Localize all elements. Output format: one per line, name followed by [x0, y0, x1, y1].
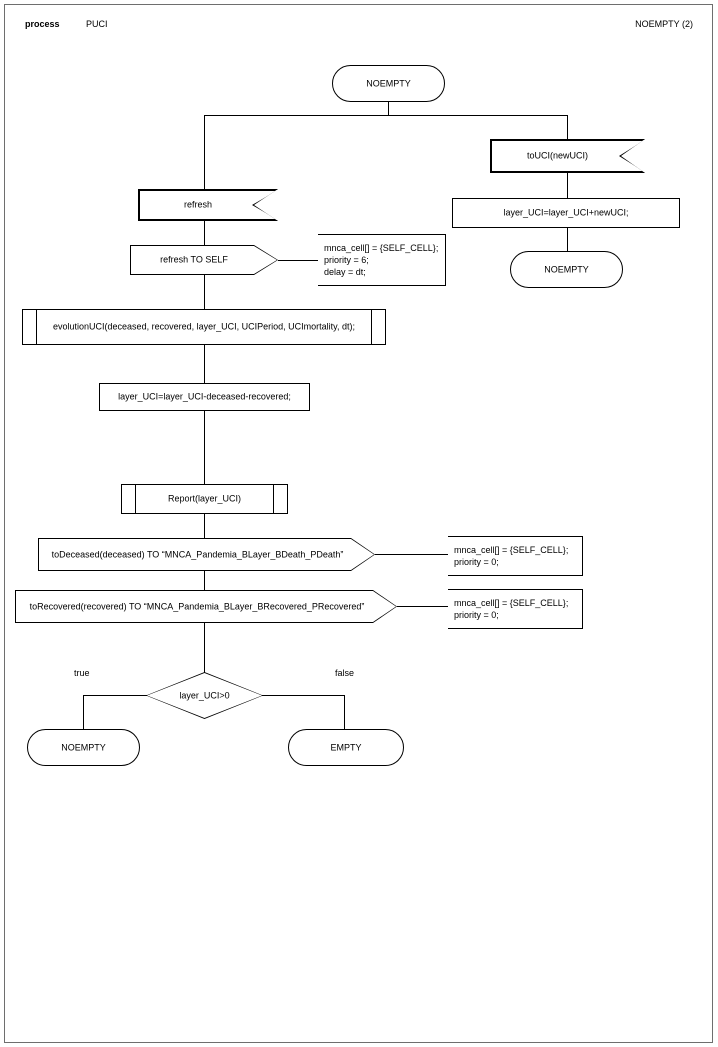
task-layer-uci-add-label: layer_UCI=layer_UCI+newUCI; — [503, 207, 629, 218]
connector-right-2 — [567, 228, 568, 252]
output-todeceased[interactable]: toDeceased(deceased) TO “MNCA_Pandemia_B… — [38, 538, 375, 571]
state-empty-false[interactable]: EMPTY — [288, 729, 404, 766]
connector-right-1 — [567, 173, 568, 199]
proc-bar-left-2 — [135, 485, 136, 513]
proc-bar-right-2 — [273, 485, 274, 513]
connector-comment-3 — [397, 606, 448, 607]
state-noempty-true[interactable]: NOEMPTY — [27, 729, 140, 766]
connector-main-1 — [204, 345, 205, 383]
comment-torecovered-text: mnca_cell[] = {SELF_CELL}; priority = 0; — [454, 598, 569, 620]
connector-main-2 — [204, 411, 205, 485]
input-refresh-label: refresh — [183, 199, 212, 210]
decision-label: layer_UCI>0 — [179, 690, 230, 700]
task-layer-uci-sub[interactable]: layer_UCI=layer_UCI-deceased-recovered; — [99, 383, 310, 411]
connector-false-h — [262, 695, 345, 696]
input-touci-label: toUCI(newUCI) — [526, 150, 588, 161]
connector-start-stem — [388, 102, 389, 116]
connector-main-3 — [204, 514, 205, 539]
connector-comment-2 — [375, 554, 448, 555]
comment-refresh-to-self: mnca_cell[] = {SELF_CELL}; priority = 6;… — [318, 234, 446, 286]
connector-left-drop — [204, 115, 205, 190]
connector-main-4 — [204, 571, 205, 591]
procedure-call-evolutionuci[interactable]: evolutionUCI(deceased, recovered, layer_… — [22, 309, 386, 345]
header-state-ref: NOEMPTY (2) — [635, 19, 693, 29]
state-noempty-true-label: NOEMPTY — [61, 742, 106, 752]
state-noempty-right[interactable]: NOEMPTY — [510, 251, 623, 288]
task-layer-uci-sub-label: layer_UCI=layer_UCI-deceased-recovered; — [118, 391, 291, 402]
connector-split-bar — [204, 115, 568, 116]
start-state-label: NOEMPTY — [366, 78, 411, 88]
connector-comment-1 — [278, 260, 318, 261]
proc-bar-right — [371, 310, 372, 344]
comment-refresh-to-self-text: mnca_cell[] = {SELF_CELL}; priority = 6;… — [324, 243, 439, 277]
decision-true-label: true — [74, 668, 90, 678]
procedure-call-report-label: Report(layer_UCI) — [167, 493, 242, 504]
header-kind: process — [25, 19, 60, 29]
state-empty-false-label: EMPTY — [330, 742, 362, 752]
task-layer-uci-add[interactable]: layer_UCI=layer_UCI+newUCI; — [452, 198, 680, 228]
output-refresh-to-self[interactable]: refresh TO SELF — [130, 245, 278, 275]
comment-todeceased-text: mnca_cell[] = {SELF_CELL}; priority = 0; — [454, 545, 569, 567]
page-border — [4, 4, 713, 1043]
proc-bar-left — [36, 310, 37, 344]
procedure-call-report[interactable]: Report(layer_UCI) — [121, 484, 288, 514]
connector-true-h — [83, 695, 147, 696]
output-refresh-to-self-label: refresh TO SELF — [160, 254, 228, 265]
output-torecovered-label: toRecovered(recovered) TO “MNCA_Pandemia… — [29, 601, 365, 611]
connector-false-v — [344, 695, 345, 729]
header-process-name: PUCI — [86, 19, 108, 29]
decision-false-label: false — [335, 668, 355, 678]
comment-torecovered: mnca_cell[] = {SELF_CELL}; priority = 0; — [448, 589, 583, 629]
output-todeceased-label: toDeceased(deceased) TO “MNCA_Pandemia_B… — [51, 549, 344, 559]
comment-todeceased: mnca_cell[] = {SELF_CELL}; priority = 0; — [448, 536, 583, 576]
connector-left-1 — [204, 221, 205, 246]
connector-main-5 — [204, 623, 205, 673]
start-state-noempty[interactable]: NOEMPTY — [332, 65, 445, 102]
connector-right-drop — [567, 115, 568, 140]
output-torecovered[interactable]: toRecovered(recovered) TO “MNCA_Pandemia… — [15, 590, 397, 623]
input-touci[interactable]: toUCI(newUCI) — [490, 139, 645, 173]
connector-left-2 — [204, 275, 205, 310]
connector-true-v — [83, 695, 84, 729]
state-noempty-right-label: NOEMPTY — [544, 264, 589, 274]
procedure-call-evolutionuci-label: evolutionUCI(deceased, recovered, layer_… — [53, 321, 355, 332]
